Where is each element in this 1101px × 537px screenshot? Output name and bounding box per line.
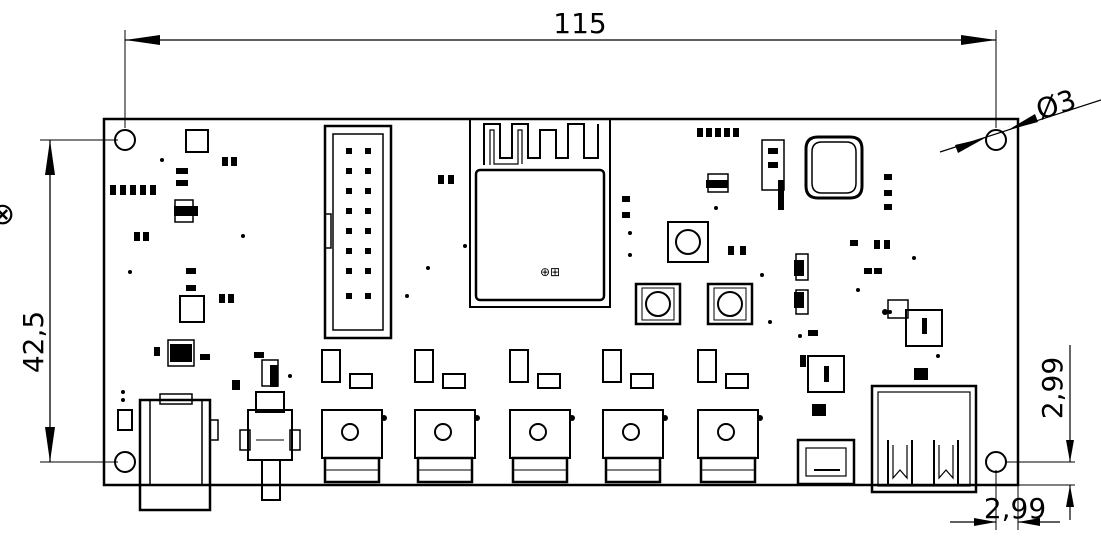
micro-usb-port: [796, 438, 856, 486]
hole-offset-x-dimension: 2,99: [950, 470, 1060, 530]
mounting-hole-bottom-left: [114, 451, 136, 473]
hole-diameter-dimension: Ø3: [939, 83, 1101, 153]
dc-barrel-jack: [117, 393, 219, 512]
wifi-module: ⊕⊞: [469, 118, 611, 308]
hole-offset-y-dimension: 2,99: [1005, 345, 1075, 520]
ic-chip-3: [179, 295, 205, 323]
svg-text:⊕⊞: ⊕⊞: [540, 265, 560, 279]
width-label: 115: [553, 7, 606, 40]
round-component: [804, 135, 864, 200]
small-components: [110, 128, 940, 421]
audio-jack: [239, 391, 301, 501]
height-dimension: 42,5: [17, 139, 118, 463]
jack-group-3: [509, 349, 571, 484]
height-label: 42,5: [17, 311, 50, 373]
jack-group-1: [321, 349, 383, 484]
push-button-2: [634, 282, 682, 326]
small-outlined-parts: [167, 139, 909, 387]
ic-chip-1: [905, 309, 943, 347]
usb-a-port: [870, 384, 978, 494]
jack-group-5: [697, 349, 759, 484]
width-dimension: 115: [124, 7, 997, 128]
hole-diameter-label: Ø3: [1032, 83, 1080, 127]
partial-symbol: ⊗: [0, 197, 15, 232]
mounting-hole-top-right: [985, 129, 1007, 151]
push-button-3: [706, 282, 754, 326]
hole-offset-x-label: 2,99: [984, 492, 1046, 525]
ic-chip-4: [185, 129, 209, 153]
jack-group-4: [602, 349, 664, 484]
jack-group-2: [414, 349, 476, 484]
push-button-1: [667, 221, 709, 263]
mounting-hole-top-left: [114, 129, 136, 151]
mounting-hole-bottom-right: [985, 451, 1007, 473]
hole-offset-y-label: 2,99: [1036, 357, 1069, 419]
ic-chip-2: [807, 355, 845, 393]
pin-header: [323, 124, 393, 340]
